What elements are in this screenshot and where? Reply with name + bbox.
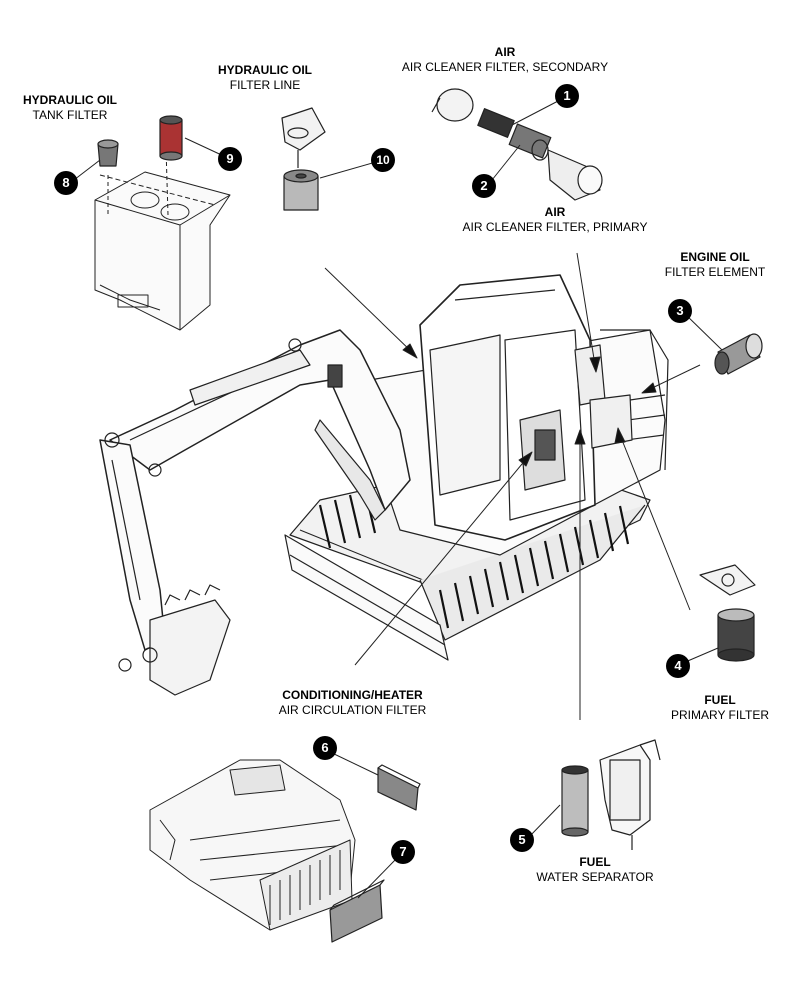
circulation-filter-7-part [329, 879, 385, 943]
label-heading: HYDRAULIC OIL [218, 63, 312, 77]
hvac-unit-illustration [149, 759, 356, 931]
label-hydraulic-line: HYDRAULIC OIL FILTER LINE [205, 63, 325, 93]
callout-6: 6 [313, 736, 337, 760]
label-sub: AIR CLEANER FILTER, PRIMARY [462, 220, 648, 234]
engine-oil-filter-part [714, 333, 763, 375]
label-air-primary: AIR AIR CLEANER FILTER, PRIMARY [450, 205, 660, 235]
callout-8: 8 [54, 171, 78, 195]
label-sub: WATER SEPARATOR [536, 870, 654, 884]
label-fuel-primary: FUEL PRIMARY FILTER [655, 693, 785, 723]
tank-filter-part [97, 139, 119, 167]
air-cleaner-assembly [431, 88, 603, 201]
callout-10: 10 [371, 148, 395, 172]
callout-2: 2 [472, 174, 496, 198]
fuel-primary-filter-part [699, 564, 756, 662]
label-sub: AIR CIRCULATION FILTER [278, 703, 427, 717]
label-fuel-separator: FUEL WATER SEPARATOR [525, 855, 665, 885]
label-conditioning: CONDITIONING/HEATER AIR CIRCULATION FILT… [265, 688, 440, 718]
excavator-illustration [99, 274, 669, 696]
label-air-secondary: AIR AIR CLEANER FILTER, SECONDARY [395, 45, 615, 75]
label-engine-oil: ENGINE OIL FILTER ELEMENT [650, 250, 780, 280]
label-sub: FILTER ELEMENT [664, 265, 766, 279]
label-heading: CONDITIONING/HEATER [282, 688, 423, 702]
callout-1: 1 [555, 84, 579, 108]
callout-7: 7 [391, 840, 415, 864]
label-heading: ENGINE OIL [680, 250, 750, 264]
label-sub: AIR CLEANER FILTER, SECONDARY [401, 60, 609, 74]
label-heading: AIR [544, 205, 566, 219]
label-sub: TANK FILTER [32, 108, 108, 122]
callout-5: 5 [510, 828, 534, 852]
callout-9: 9 [218, 147, 242, 171]
circulation-filter-6-part [377, 764, 421, 811]
label-heading: FUEL [704, 693, 736, 707]
hydraulic-tank-illustration [94, 147, 231, 331]
label-hydraulic-tank: HYDRAULIC OIL TANK FILTER [10, 93, 130, 123]
fuel-water-separator-part [561, 739, 661, 850]
label-heading: AIR [494, 45, 516, 59]
hydraulic-line-filter-part [281, 107, 326, 211]
callout-4: 4 [666, 654, 690, 678]
tank-filter-element-part [159, 115, 183, 161]
label-heading: FUEL [579, 855, 611, 869]
label-heading: HYDRAULIC OIL [23, 93, 117, 107]
label-sub: PRIMARY FILTER [670, 708, 770, 722]
label-sub: FILTER LINE [229, 78, 301, 92]
callout-3: 3 [668, 299, 692, 323]
leader-lines [69, 99, 723, 899]
